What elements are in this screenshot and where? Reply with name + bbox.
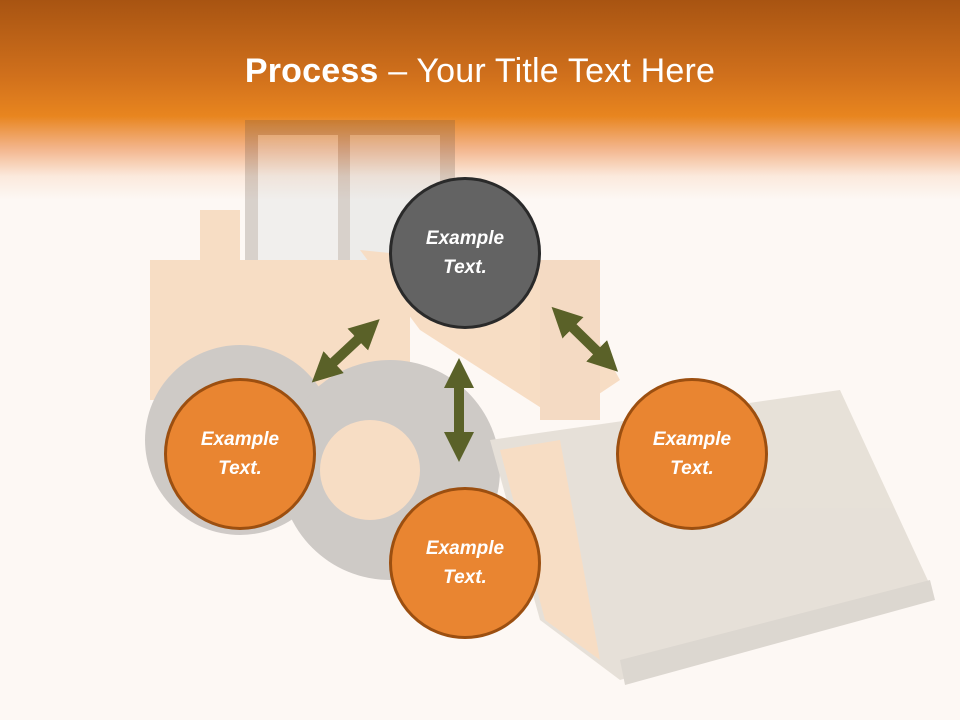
process-node-bottom[interactable]: Example Text. <box>389 487 541 639</box>
node-top-label: Example Text. <box>425 228 505 278</box>
slide-title: Process – Your Title Text Here <box>0 52 960 91</box>
title-dash: – <box>378 52 417 90</box>
process-node-top[interactable]: Example Text. <box>389 177 541 329</box>
header-band <box>0 0 960 200</box>
process-node-right[interactable]: Example Text. <box>616 378 768 530</box>
arrow-top-left <box>311 319 380 383</box>
process-node-left[interactable]: Example Text. <box>164 378 316 530</box>
title-rest: Your Title Text Here <box>416 52 716 90</box>
arrow-top-right <box>551 306 619 372</box>
node-right-label: Example Text. <box>652 429 732 479</box>
title-bold: Process <box>244 52 379 90</box>
node-bottom-label: Example Text. <box>425 538 505 588</box>
node-left-label: Example Text. <box>200 429 280 479</box>
